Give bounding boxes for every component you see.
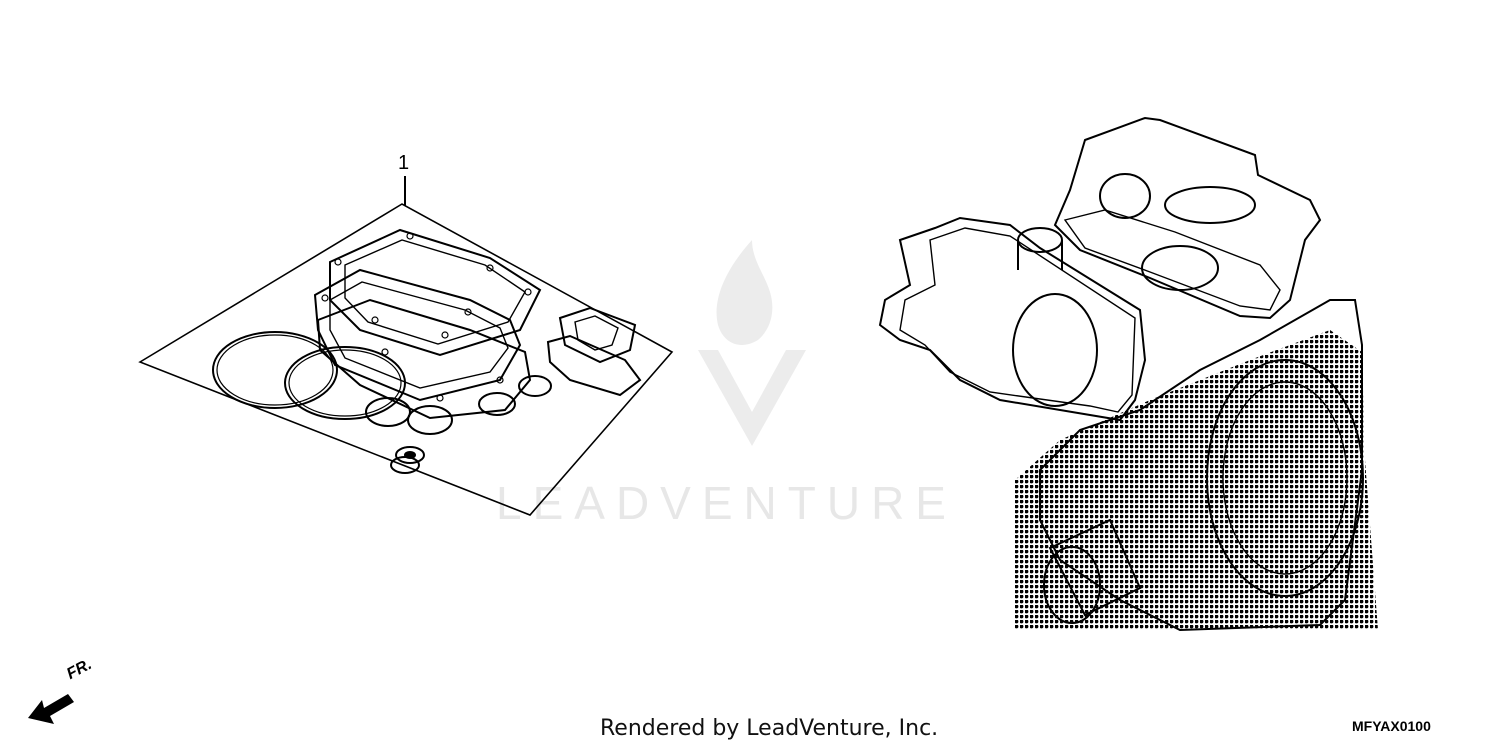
small-gasket-upper — [558, 306, 637, 364]
base-gasket — [316, 298, 532, 420]
o-ring-small-1 — [365, 397, 411, 427]
watermark-text: LEADVENTURE — [496, 477, 957, 529]
flame-icon — [716, 240, 773, 345]
side-cover — [1206, 359, 1364, 597]
credit-text: Rendered by LeadVenture, Inc. — [600, 716, 939, 741]
small-gasket-lower — [546, 334, 642, 397]
diagram-code: MFYAX0100 — [1352, 718, 1431, 734]
kit-bag-outline — [138, 203, 674, 516]
front-cylinder-bore — [1012, 293, 1098, 407]
bolt-holes — [321, 232, 532, 402]
v-mark-icon — [698, 350, 806, 446]
front-head-gasket — [899, 227, 1136, 413]
rear-cylinder-head — [1053, 116, 1322, 320]
o-ring-small-2 — [407, 405, 453, 435]
o-ring-small-3 — [478, 392, 516, 416]
o-ring-small-4 — [518, 375, 552, 397]
front-direction-arrow-icon — [28, 694, 74, 724]
head-gasket-1 — [329, 228, 542, 357]
callout-number: 1 — [398, 152, 410, 174]
o-ring-large — [212, 331, 338, 409]
rear-cylinder-bore — [1141, 245, 1219, 291]
front-cylinder-head — [878, 216, 1147, 422]
crankcase-outline — [1039, 299, 1363, 632]
rear-head-gasket — [1063, 209, 1281, 311]
crankcase-shaded — [1015, 330, 1378, 630]
o-ring-medium — [284, 346, 406, 420]
washer-1 — [395, 446, 425, 464]
output-shaft — [1048, 518, 1142, 617]
